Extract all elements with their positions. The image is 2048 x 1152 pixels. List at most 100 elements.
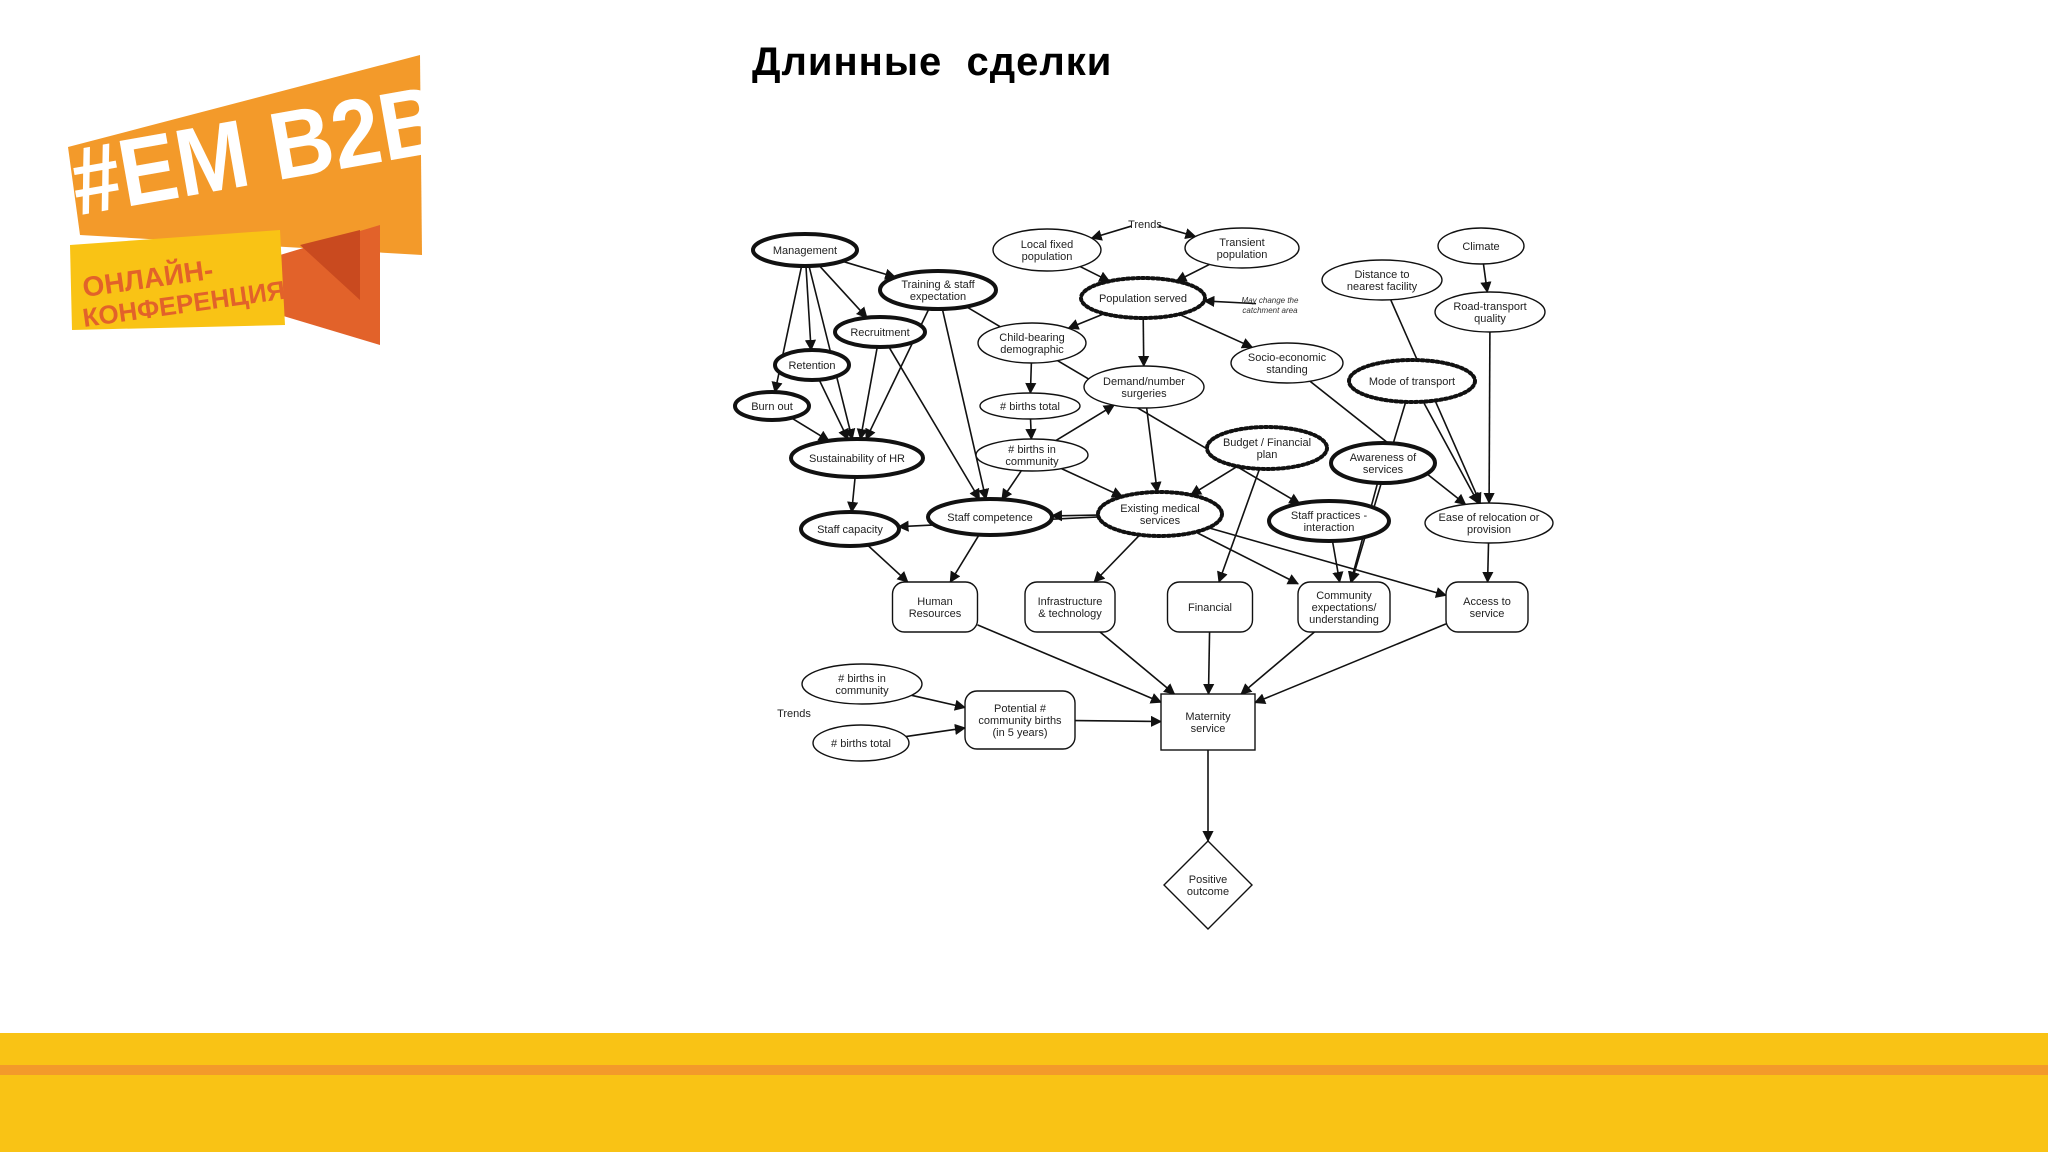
arrow-births_total2-to-potential bbox=[905, 723, 967, 738]
node-community-exp-label: understanding bbox=[1309, 614, 1379, 626]
footer-band-yellow bbox=[0, 1033, 2048, 1065]
node-demand-label: surgeries bbox=[1121, 388, 1167, 400]
node-births-total: # births total bbox=[979, 392, 1081, 420]
arrow-management-to-training bbox=[841, 260, 897, 280]
node-road-label: quality bbox=[1474, 313, 1506, 325]
node-training-label: Training & staff bbox=[901, 279, 975, 291]
node-staff-competence: Staff competence bbox=[926, 497, 1054, 537]
node-financial-label: Financial bbox=[1188, 602, 1232, 614]
node-recruitment: Recruitment bbox=[833, 315, 927, 349]
node-mode-transport-label: Mode of transport bbox=[1369, 376, 1455, 388]
node-trends-bottom: Trends bbox=[777, 708, 811, 720]
arrow-births_comm2-to-potential bbox=[911, 694, 967, 711]
node-retention-label: Retention bbox=[788, 360, 835, 372]
node-pop-served-label: Population served bbox=[1099, 293, 1187, 305]
node-staff-practices-label: interaction bbox=[1304, 522, 1355, 534]
node-positive-label: outcome bbox=[1187, 886, 1229, 898]
arrow-existing_med-to-staff_competence bbox=[1050, 510, 1099, 522]
node-distance-label: Distance to bbox=[1354, 269, 1409, 281]
arrow-staff_capacity-to-human_res bbox=[866, 544, 909, 583]
node-ease-reloc-label: Ease of relocation or bbox=[1439, 512, 1540, 524]
node-births-total2-label: # births total bbox=[831, 738, 891, 750]
node-births-comm-label: # births in bbox=[1008, 444, 1056, 456]
node-training-label: expectation bbox=[910, 291, 966, 303]
node-community-exp-label: Community bbox=[1316, 590, 1372, 602]
node-infra: Infrastructure& technology bbox=[1024, 581, 1116, 633]
node-trends-top-label: Trends bbox=[1128, 219, 1162, 231]
arrow-trends_top-to-local_pop bbox=[1090, 225, 1132, 241]
arrow-climate-to-road bbox=[1480, 263, 1492, 294]
arrow-burnout-to-sustain_hr bbox=[791, 417, 830, 442]
node-access-label: Access to bbox=[1463, 596, 1511, 608]
node-human-res-label: Resources bbox=[909, 608, 962, 620]
arrow-demand-to-existing_med bbox=[1145, 407, 1162, 494]
node-socio-label: Socio-economic bbox=[1248, 352, 1327, 364]
arrow-sustain_hr-to-staff_capacity bbox=[847, 476, 859, 514]
arrow-births_comm-to-existing_med bbox=[1061, 467, 1124, 498]
arrow-human_res-to-maternity bbox=[977, 624, 1163, 704]
arrow-community_exp-to-maternity bbox=[1240, 631, 1315, 695]
node-births-total2: # births total bbox=[812, 724, 910, 762]
arrow-recruitment-to-sustain_hr bbox=[856, 346, 879, 441]
node-ease-reloc-label: provision bbox=[1467, 524, 1511, 536]
node-catchment-note-label: catchment area bbox=[1242, 306, 1298, 315]
node-births-comm-label: community bbox=[1005, 456, 1059, 468]
arrow-management-to-retention bbox=[804, 265, 817, 352]
logo-banner bbox=[68, 55, 422, 255]
node-demand-label: Demand/number bbox=[1103, 376, 1185, 388]
arrow-existing_med-to-infra bbox=[1093, 534, 1141, 583]
arrow-management-to-recruitment bbox=[818, 264, 868, 319]
node-recruitment-label: Recruitment bbox=[850, 327, 909, 339]
arrow-budget-to-financial bbox=[1217, 468, 1261, 584]
arrow-ease_reloc-to-access bbox=[1482, 542, 1494, 584]
node-child-bearing-label: demographic bbox=[1000, 344, 1064, 356]
node-budget-label: Budget / Financial bbox=[1223, 437, 1311, 449]
footer-band-orange-stripe bbox=[0, 1065, 2048, 1075]
node-catchment-note-label: May change the bbox=[1242, 296, 1299, 305]
arrow-births_comm-to-staff_competence bbox=[1001, 470, 1023, 501]
node-infra-label: & technology bbox=[1038, 608, 1102, 620]
node-staff-capacity-label: Staff capacity bbox=[817, 524, 883, 536]
arrow-births_comm-to-demand bbox=[1055, 404, 1115, 442]
arrow-retention-to-sustain_hr bbox=[818, 379, 849, 441]
node-sustain-hr: Sustainability of HR bbox=[789, 437, 925, 479]
node-climate-label: Climate bbox=[1462, 241, 1499, 253]
node-staff-practices: Staff practices -interaction bbox=[1267, 499, 1391, 543]
arrow-existing_med-to-access bbox=[1208, 526, 1448, 598]
node-local-pop-label: population bbox=[1022, 251, 1073, 263]
node-socio-label: standing bbox=[1266, 364, 1308, 376]
node-potential-label: (in 5 years) bbox=[992, 727, 1047, 739]
node-human-res-label: Human bbox=[917, 596, 952, 608]
node-community-exp-label: expectations/ bbox=[1312, 602, 1378, 614]
arrow-pop_served-to-socio bbox=[1178, 313, 1254, 349]
node-trends-bottom-label: Trends bbox=[777, 708, 811, 720]
footer-band-yellow-bottom bbox=[0, 1075, 2048, 1152]
node-climate: Climate bbox=[1437, 227, 1525, 265]
arrow-financial-to-maternity bbox=[1203, 631, 1215, 696]
arrow-infra-to-maternity bbox=[1099, 631, 1176, 695]
node-budget-label: plan bbox=[1257, 449, 1278, 461]
arrow-staff_competence-to-human_res bbox=[949, 534, 980, 583]
node-pop-served: Population served bbox=[1079, 276, 1207, 320]
node-local-pop-label: Local fixed bbox=[1021, 239, 1074, 251]
logo-subtitle-panel bbox=[70, 230, 285, 330]
node-burnout-label: Burn out bbox=[751, 401, 793, 413]
arrow-pop_served-to-child_bearing bbox=[1067, 312, 1105, 330]
arrow-access-to-maternity bbox=[1253, 623, 1447, 704]
arrow-trends_top-to-transient_pop bbox=[1158, 225, 1197, 240]
node-access-label: service bbox=[1470, 608, 1505, 620]
slide-title: Длинные сделки bbox=[752, 40, 1113, 84]
node-burnout: Burn out bbox=[733, 390, 811, 422]
node-road-label: Road-transport bbox=[1453, 301, 1526, 313]
